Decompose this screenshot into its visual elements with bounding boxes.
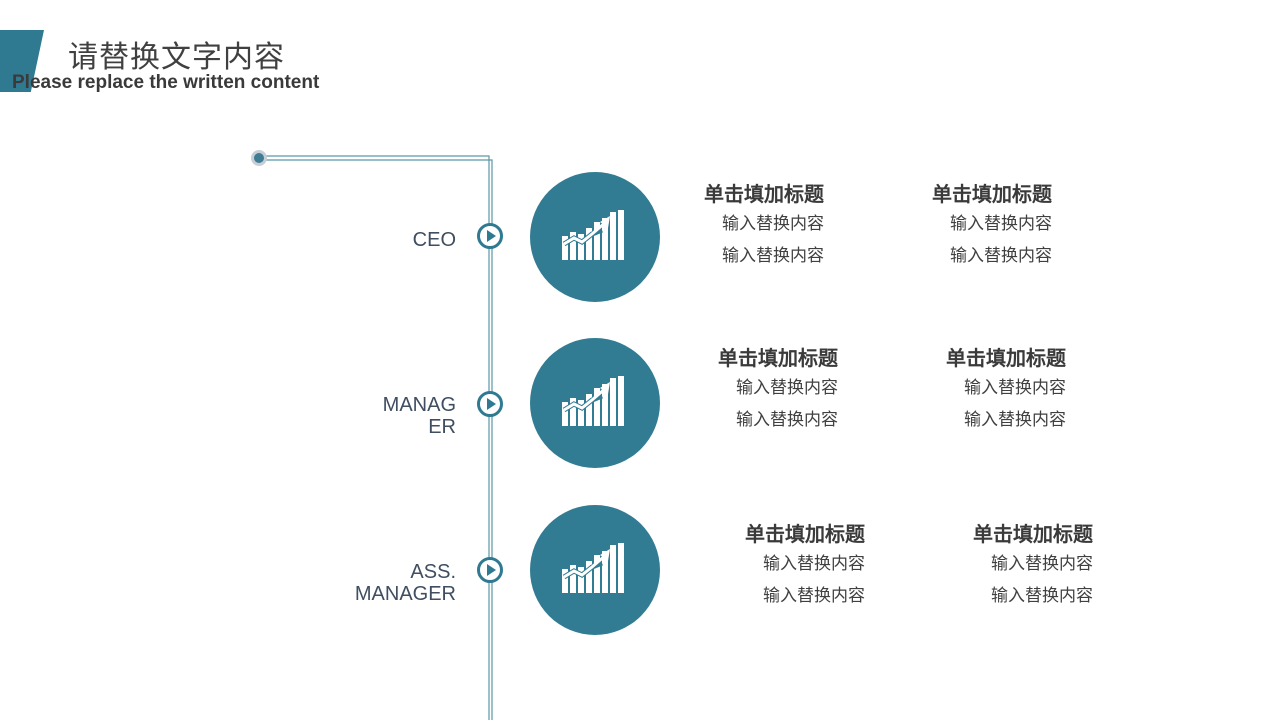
text-block: 单击填加标题 输入替换内容 输入替换内容 — [932, 180, 1102, 272]
text-block: 单击填加标题 输入替换内容 输入替换内容 — [946, 344, 1116, 436]
block-line[interactable]: 输入替换内容 — [736, 410, 838, 430]
block-title[interactable]: 单击填加标题 — [946, 346, 1066, 370]
bar-chart-growth-icon — [562, 210, 624, 260]
text-block: 单击填加标题 输入替换内容 输入替换内容 — [973, 520, 1143, 612]
block-title[interactable]: 单击填加标题 — [973, 522, 1093, 546]
text-block: 单击填加标题 输入替换内容 输入替换内容 — [745, 520, 915, 612]
role-label-ass-manager: ASS. MANAGER — [354, 561, 456, 605]
bar-chart-growth-icon — [562, 376, 624, 426]
block-line[interactable]: 输入替换内容 — [722, 214, 824, 234]
block-line[interactable]: 输入替换内容 — [964, 410, 1066, 430]
block-line[interactable]: 输入替换内容 — [763, 586, 865, 606]
text-block: 单击填加标题 输入替换内容 输入替换内容 — [718, 344, 888, 436]
bar-chart-growth-icon — [562, 543, 624, 593]
text-block: 单击填加标题 输入替换内容 输入替换内容 — [704, 180, 874, 272]
circle-node-ass-manager — [530, 505, 660, 635]
play-marker-icon[interactable] — [477, 391, 503, 417]
block-title[interactable]: 单击填加标题 — [932, 182, 1052, 206]
block-line[interactable]: 输入替换内容 — [736, 378, 838, 398]
block-line[interactable]: 输入替换内容 — [950, 246, 1052, 266]
block-title[interactable]: 单击填加标题 — [704, 182, 824, 206]
page-title: 请替换文字内容 — [68, 40, 285, 75]
block-line[interactable]: 输入替换内容 — [763, 554, 865, 574]
circle-node-manager — [530, 338, 660, 468]
block-line[interactable]: 输入替换内容 — [991, 586, 1093, 606]
circle-node-ceo — [530, 172, 660, 302]
role-label-ceo: CEO — [412, 229, 456, 251]
play-marker-icon[interactable] — [477, 223, 503, 249]
play-marker-icon[interactable] — [477, 557, 503, 583]
block-title[interactable]: 单击填加标题 — [745, 522, 865, 546]
page-subtitle: Please replace the written content — [12, 72, 320, 93]
block-line[interactable]: 输入替换内容 — [964, 378, 1066, 398]
block-line[interactable]: 输入替换内容 — [722, 246, 824, 266]
block-line[interactable]: 输入替换内容 — [950, 214, 1052, 234]
block-title[interactable]: 单击填加标题 — [718, 346, 838, 370]
block-line[interactable]: 输入替换内容 — [991, 554, 1093, 574]
role-label-manager: MANAG ER — [382, 394, 456, 438]
